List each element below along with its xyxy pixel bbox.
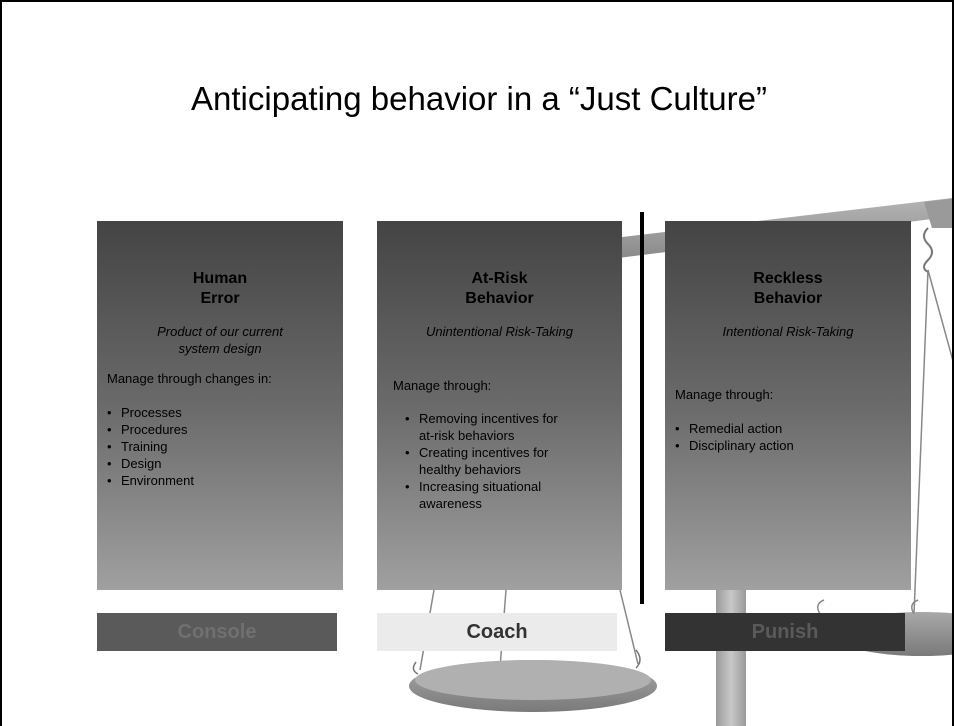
scale-post xyxy=(716,587,746,726)
list-item: Processes xyxy=(107,404,343,421)
slide-title: Anticipating behavior in a “Just Culture… xyxy=(191,80,767,117)
list-item: Procedures xyxy=(107,421,343,438)
manage-list: Processes Procedures Training Design Env… xyxy=(107,404,343,489)
frame-border-top xyxy=(0,0,950,2)
punish-label: Punish xyxy=(665,613,905,651)
list-item: Design xyxy=(107,455,343,472)
manage-label: Manage through: xyxy=(393,378,492,393)
list-item: Creating incentives for healthy behavior… xyxy=(405,444,605,478)
list-item: Training xyxy=(107,438,343,455)
list-item: Removing incentives for at-risk behavior… xyxy=(405,410,605,444)
manage-list: Removing incentives for at-risk behavior… xyxy=(405,410,605,512)
scale-beam-end xyxy=(924,198,954,228)
list-item: Environment xyxy=(107,472,343,489)
list-item: Remedial action xyxy=(675,420,911,437)
manage-label: Manage through changes in: xyxy=(107,371,272,386)
list-item: Increasing situational awareness xyxy=(405,478,605,512)
card-subtitle: Product of our current system design xyxy=(157,324,283,356)
human-error-card: Human Error Product of our current syste… xyxy=(97,221,343,590)
reckless-behavior-card: Reckless Behavior Intentional Risk-Takin… xyxy=(665,221,911,590)
card-subtitle: Unintentional Risk-Taking xyxy=(426,324,573,339)
manage-label: Manage through: xyxy=(675,387,774,402)
card-heading: Reckless Behavior xyxy=(753,270,823,307)
vertical-divider xyxy=(640,212,644,604)
card-heading: Human Error xyxy=(192,270,248,307)
card-heading: At-Risk Behavior xyxy=(465,270,534,307)
console-label: Console xyxy=(97,613,337,651)
at-risk-behavior-card: At-Risk Behavior Unintentional Risk-Taki… xyxy=(377,221,622,590)
right-hook xyxy=(923,227,933,273)
manage-list: Remedial action Disciplinary action xyxy=(675,420,911,454)
list-item: Disciplinary action xyxy=(675,437,911,454)
card-subtitle: Intentional Risk-Taking xyxy=(722,324,854,339)
frame-border-right xyxy=(952,0,954,726)
coach-label: Coach xyxy=(377,613,617,651)
